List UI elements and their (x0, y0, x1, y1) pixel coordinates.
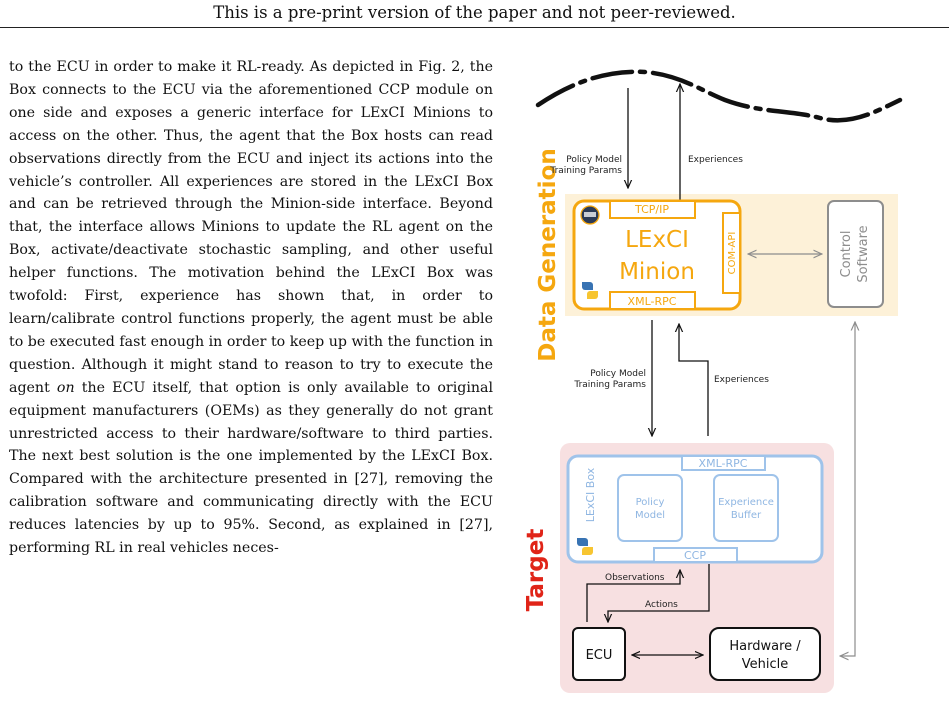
policy-model-line1: Policy (636, 497, 665, 508)
hardware-vehicle-box (709, 627, 821, 681)
policy-model-line2: Model (635, 510, 665, 521)
control-software-line2: Software (856, 225, 871, 282)
comapi-label: COM-API (727, 232, 738, 275)
hardware-line1: Hardware / (729, 639, 801, 654)
paragraph-text-part2: the ECU itself, that option is only avai… (9, 379, 493, 557)
ecu-label: ECU (586, 648, 613, 663)
control-software-line1: Control (839, 231, 854, 278)
actions-arrow (608, 564, 710, 622)
observations-arrow (586, 570, 680, 622)
experience-buffer-block (713, 474, 779, 542)
python-logo-icon-minion (582, 282, 598, 299)
actions-label: Actions (645, 600, 678, 610)
lexci-box (566, 454, 824, 564)
middle-experiences-label: Experiences (714, 375, 769, 385)
control-hardware-arrow (840, 322, 855, 656)
ecu-box (572, 627, 626, 681)
body-paragraph: to the ECU in order to make it RL-ready.… (9, 56, 493, 560)
tcpip-label: TCP/IP (634, 203, 669, 216)
lexci-box-title: LExCI Box (584, 467, 597, 522)
xmlrpc-port-box (681, 455, 766, 471)
ccp-label: CCP (684, 549, 706, 562)
xmlrpc-port-minion (609, 291, 696, 310)
top-training-params-label: Training Params (549, 166, 622, 176)
tcpip-port (609, 200, 696, 219)
paragraph-emphasis: on (56, 379, 75, 396)
comapi-port (722, 212, 741, 294)
preprint-notice: This is a pre-print version of the paper… (213, 3, 736, 22)
experience-buffer-line1: Experience (718, 497, 774, 508)
hardware-line2: Vehicle (742, 657, 789, 672)
xmlrpc-label-minion: XML-RPC (628, 295, 677, 308)
top-policy-model-label: Policy Model (566, 155, 622, 165)
ccp-port (653, 547, 738, 563)
lexci-logo-icon (580, 205, 600, 225)
observations-label: Observations (605, 573, 665, 583)
middle-policy-model-label: Policy Model (590, 369, 646, 379)
paragraph-text-part1: to the ECU in order to make it RL-ready.… (9, 59, 493, 396)
middle-training-params-label: Training Params (573, 380, 646, 390)
minion-title-line1: LExCI (625, 227, 689, 253)
minion-title-line2: Minion (619, 259, 695, 285)
target-label: Target (523, 529, 549, 612)
top-experiences-label: Experiences (688, 155, 743, 165)
header-rule (0, 27, 949, 28)
experiences-arrow-middle (679, 324, 709, 436)
python-logo-icon-box (577, 538, 593, 555)
control-software-box (827, 200, 884, 308)
cloud-dash-line (535, 69, 903, 123)
experience-buffer-line2: Buffer (731, 510, 762, 521)
policy-model-block (617, 474, 683, 542)
xmlrpc-label-box: XML-RPC (699, 457, 748, 470)
data-generation-label: Data Generation (535, 148, 561, 362)
